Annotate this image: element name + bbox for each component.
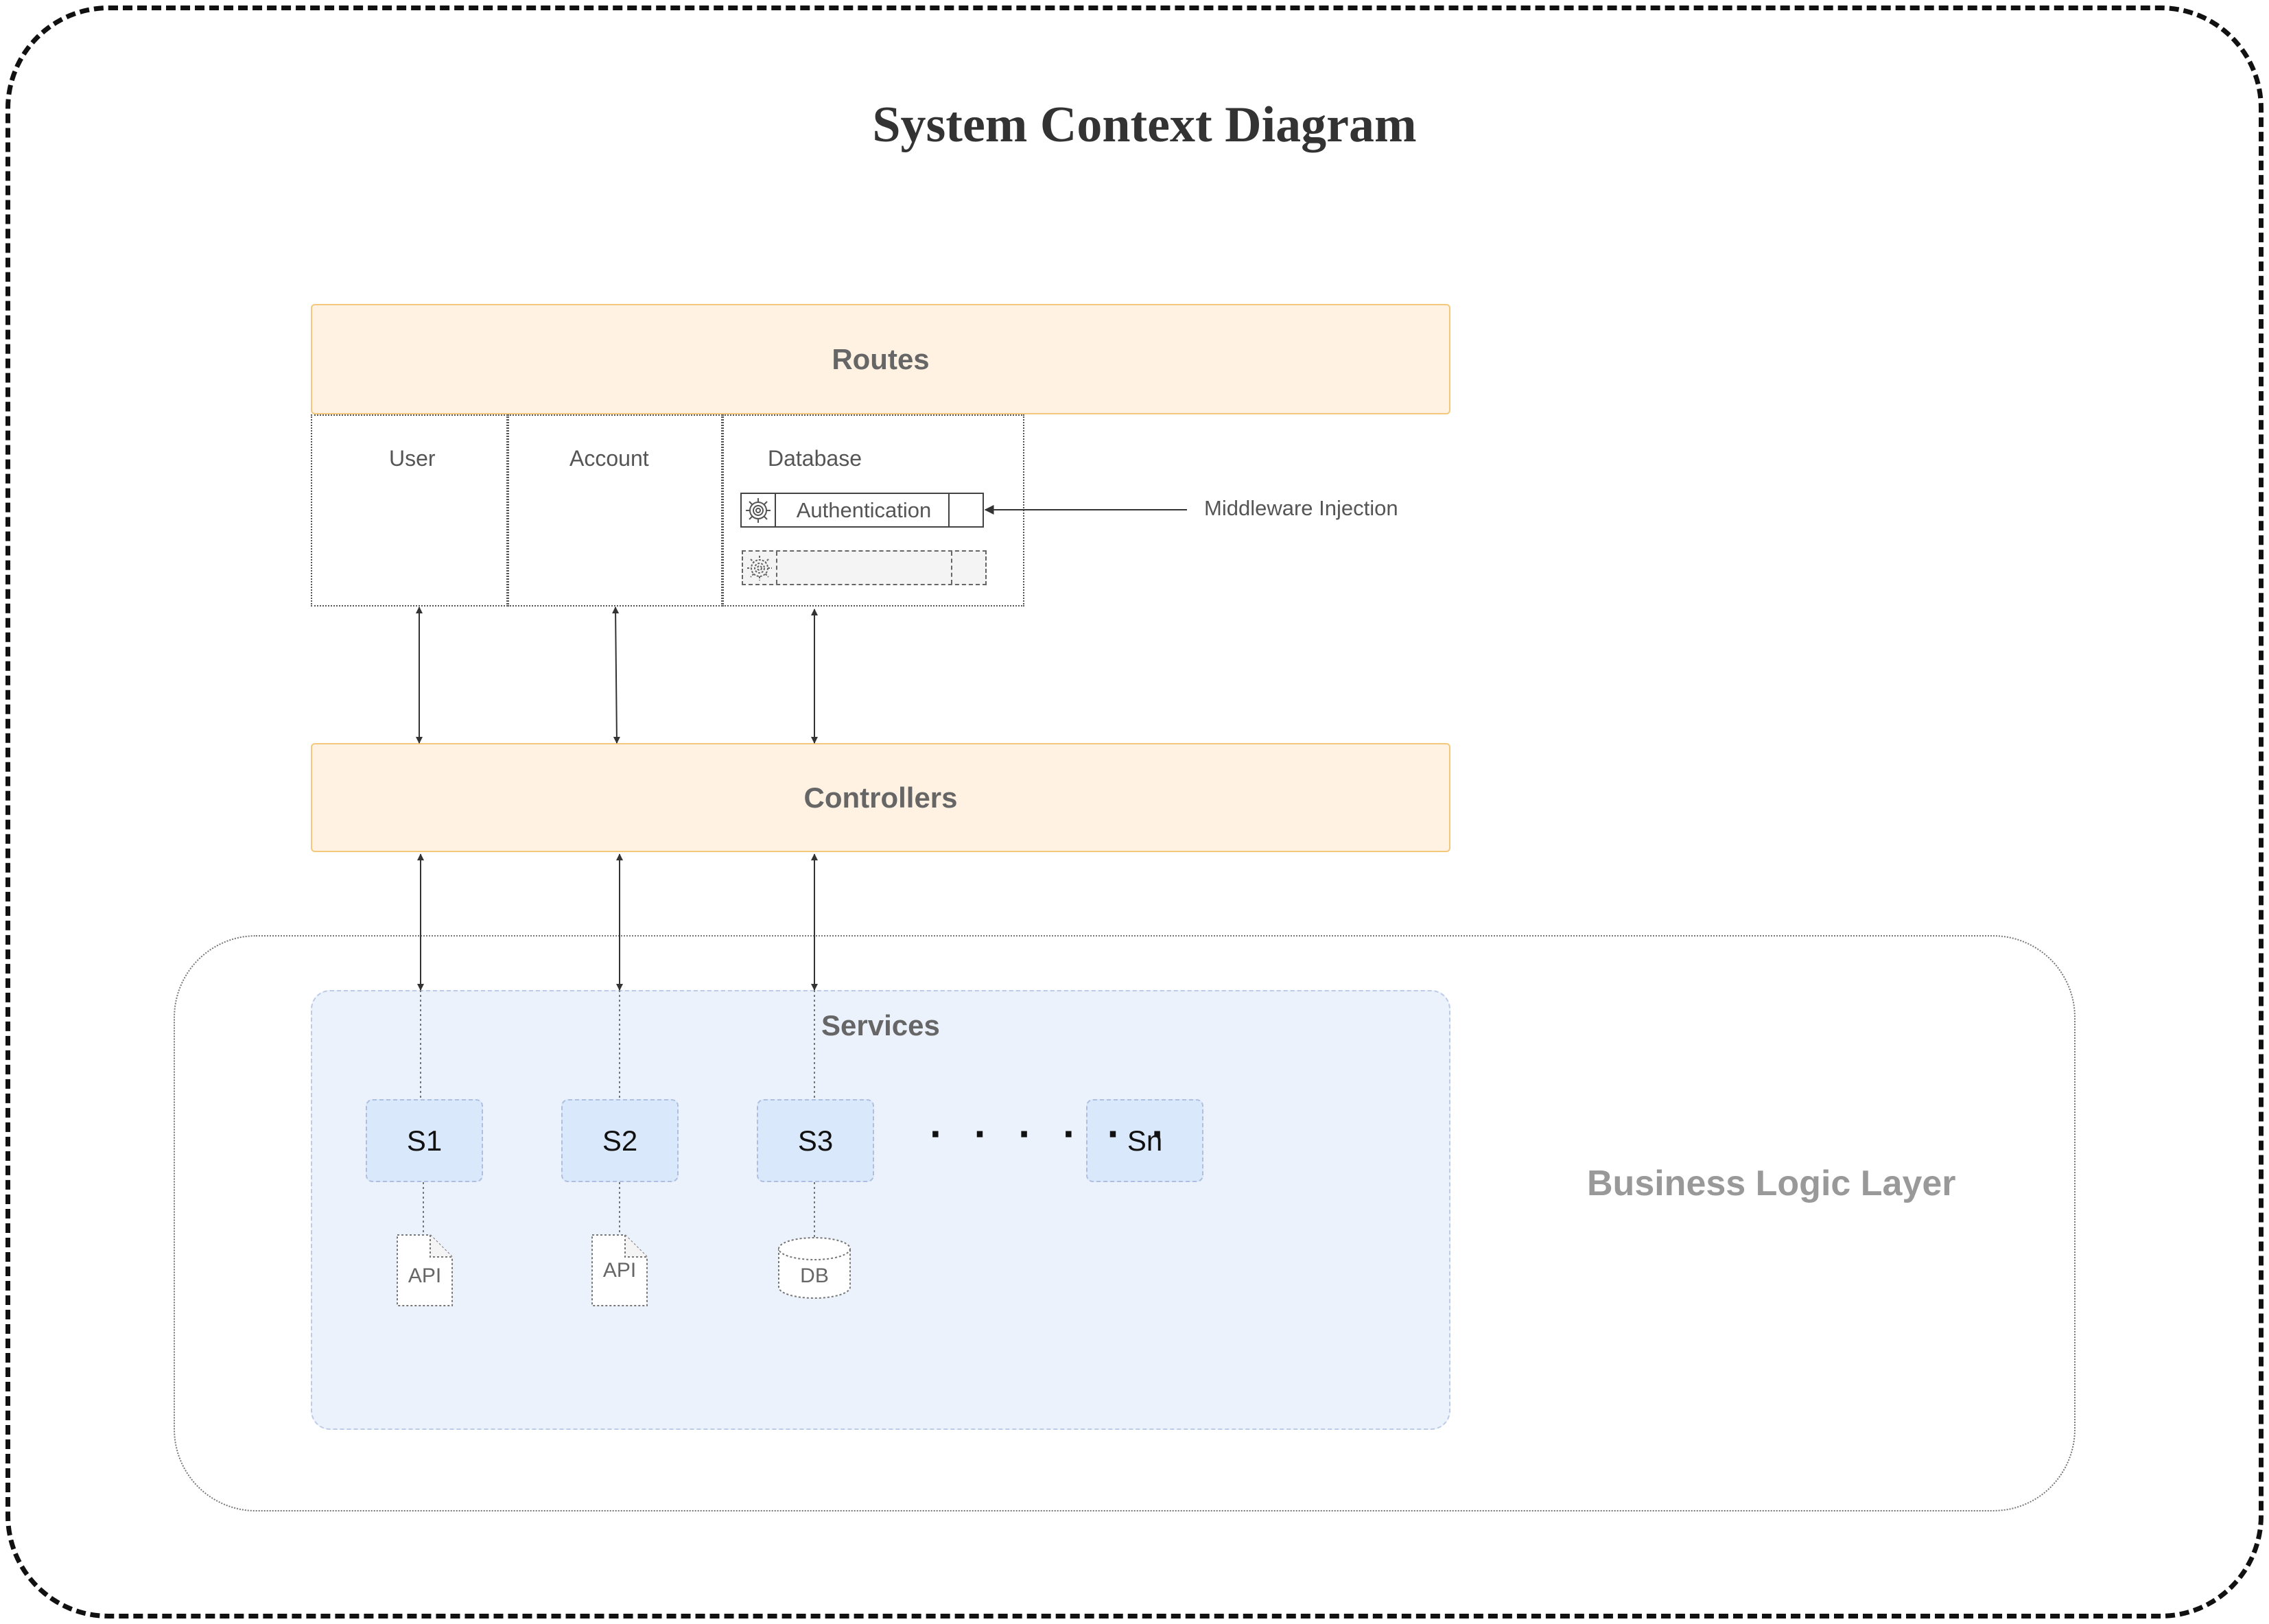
services-group[interactable]: [311, 990, 1450, 1430]
middleware-end-cap: [951, 552, 985, 584]
service-s3[interactable]: S3: [757, 1099, 874, 1182]
service-s1[interactable]: S1: [366, 1099, 483, 1182]
service-s1-label: S1: [406, 1124, 443, 1157]
route-account-label: Account: [569, 446, 649, 471]
diagram-title: System Context Diagram: [872, 97, 1417, 153]
controllers-label: Controllers: [803, 781, 958, 814]
route-column-user[interactable]: [311, 414, 508, 607]
service-s2[interactable]: S2: [561, 1099, 679, 1182]
document-icon: [591, 1234, 648, 1306]
s2-resource-label: API: [602, 1259, 637, 1282]
services-label: Services: [821, 1009, 940, 1042]
service-s3-label: S3: [797, 1124, 834, 1157]
s1-resource-label: API: [408, 1264, 442, 1287]
routes-layer[interactable]: Routes: [311, 304, 1450, 414]
middleware-slot-placeholder[interactable]: [742, 550, 987, 585]
services-ellipsis: · · · · · ·: [930, 1111, 1175, 1157]
s3-resource-label: DB: [800, 1264, 829, 1287]
service-sn-label: Sn: [1127, 1124, 1163, 1157]
route-column-account[interactable]: [508, 414, 722, 607]
controllers-layer[interactable]: Controllers: [311, 743, 1450, 852]
authentication-middleware[interactable]: Authentication: [740, 493, 984, 528]
service-sn[interactable]: Sn: [1086, 1099, 1203, 1182]
route-database-label: Database: [768, 446, 862, 471]
gear-icon: [742, 494, 776, 526]
route-user-label: User: [389, 446, 436, 471]
route-account-connector: [612, 607, 620, 744]
middleware-end-cap: [948, 494, 983, 526]
document-icon: [397, 1234, 453, 1306]
authentication-label: Authentication: [796, 497, 932, 522]
diagram-frame: [5, 5, 2264, 1619]
routes-label: Routes: [832, 342, 930, 375]
gear-icon: [743, 552, 777, 584]
middleware-injection-label: Middleware Injection: [1204, 496, 1398, 520]
business-logic-layer-label: Business Logic Layer: [1587, 1164, 1956, 1203]
service-s2-label: S2: [602, 1124, 638, 1157]
database-icon: [778, 1237, 851, 1299]
